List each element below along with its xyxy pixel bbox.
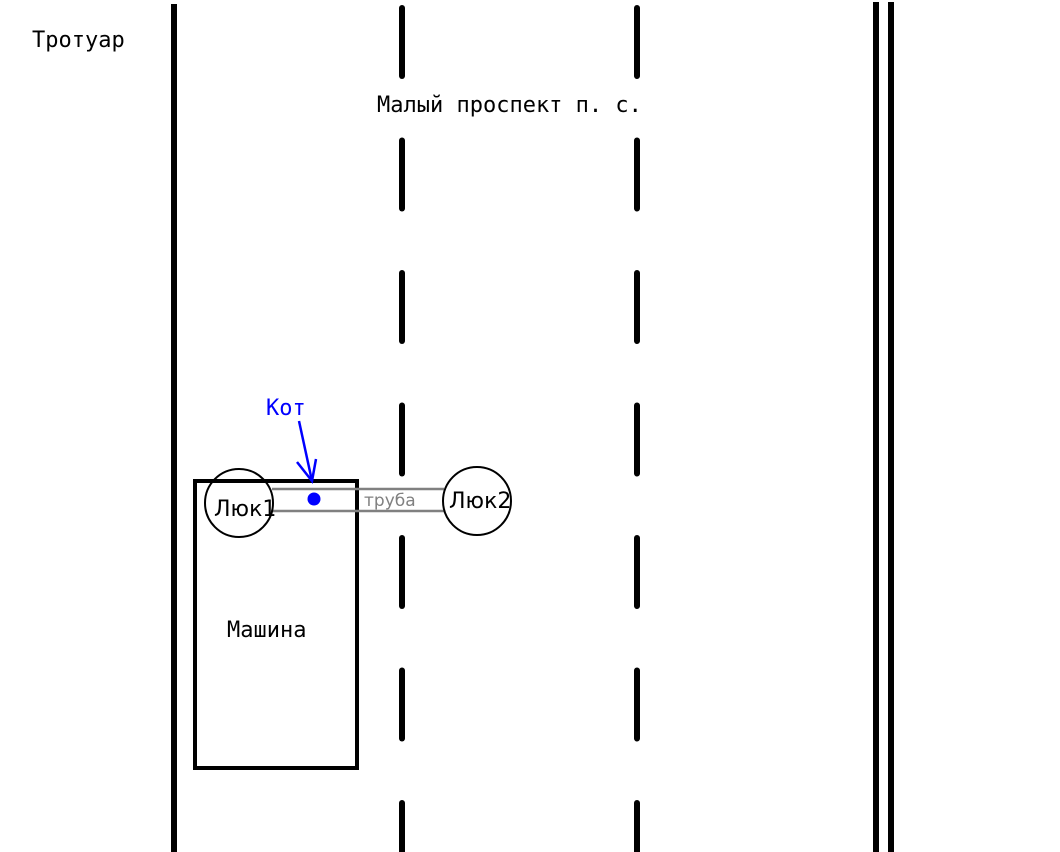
car-rectangle [193,479,359,770]
hatch-1-circle [204,468,274,538]
pipe-label: труба [364,491,416,511]
cat-label: Кот [266,396,306,421]
hatch-2-label: Люк2 [449,489,511,514]
cat-dot [307,492,321,506]
car-label: Машина [227,618,306,643]
hatch-1-label: Люк1 [214,497,276,522]
cat-arrow-shaft [297,420,314,482]
sidewalk-label: Тротуар [32,28,125,53]
street-name-label: Малый проспект п. с. [377,93,642,118]
cat-arrow-head-icon [296,458,318,484]
hatch-2-circle [442,466,512,536]
